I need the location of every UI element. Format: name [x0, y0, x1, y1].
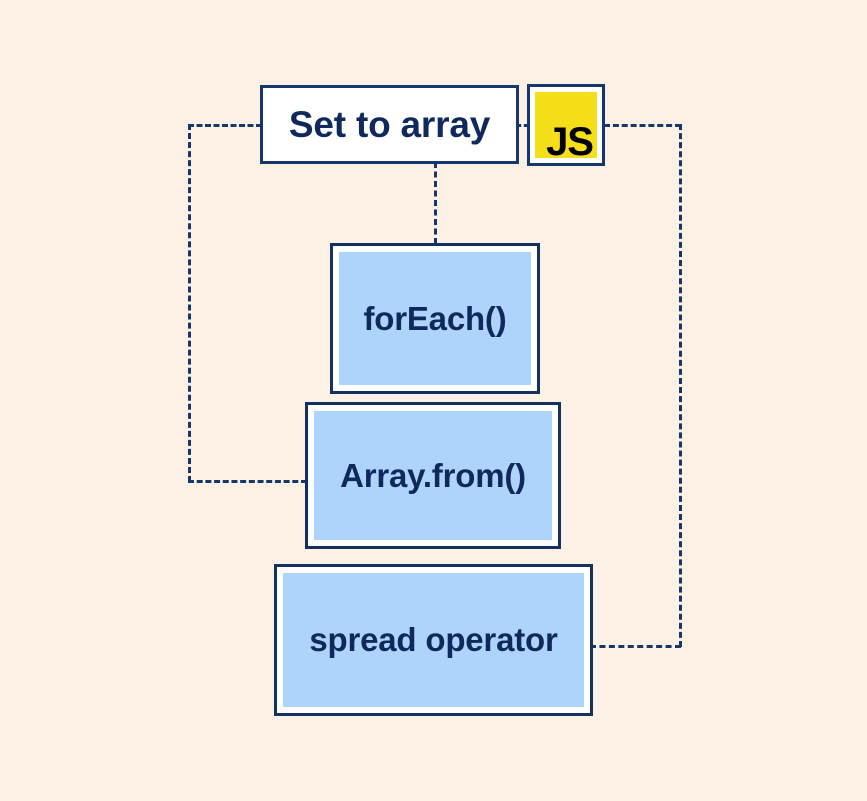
node-foreach-label: forEach() [363, 299, 507, 337]
node-set-to-array-label: Set to array [288, 103, 491, 145]
connector-left-to-arrayfrom [188, 480, 307, 483]
node-array-from-label: Array.from() [340, 456, 526, 494]
node-array-from[interactable]: Array.from() [305, 402, 561, 549]
connector-right-to-spread [590, 645, 681, 648]
connector-root-left-stub [188, 124, 262, 127]
connector-logo-right-stub [604, 124, 681, 127]
javascript-logo-text: JS [546, 120, 594, 164]
connector-right-vertical [679, 124, 682, 647]
connector-root-to-logo [516, 124, 529, 127]
javascript-logo-icon: JS [527, 84, 605, 166]
node-spread-operator-label: spread operator [309, 621, 558, 658]
connector-left-vertical [188, 124, 191, 482]
connector-root-to-foreach [434, 162, 437, 244]
node-spread-operator[interactable]: spread operator [274, 564, 593, 716]
node-foreach[interactable]: forEach() [330, 243, 540, 394]
node-set-to-array[interactable]: Set to array [260, 85, 519, 164]
